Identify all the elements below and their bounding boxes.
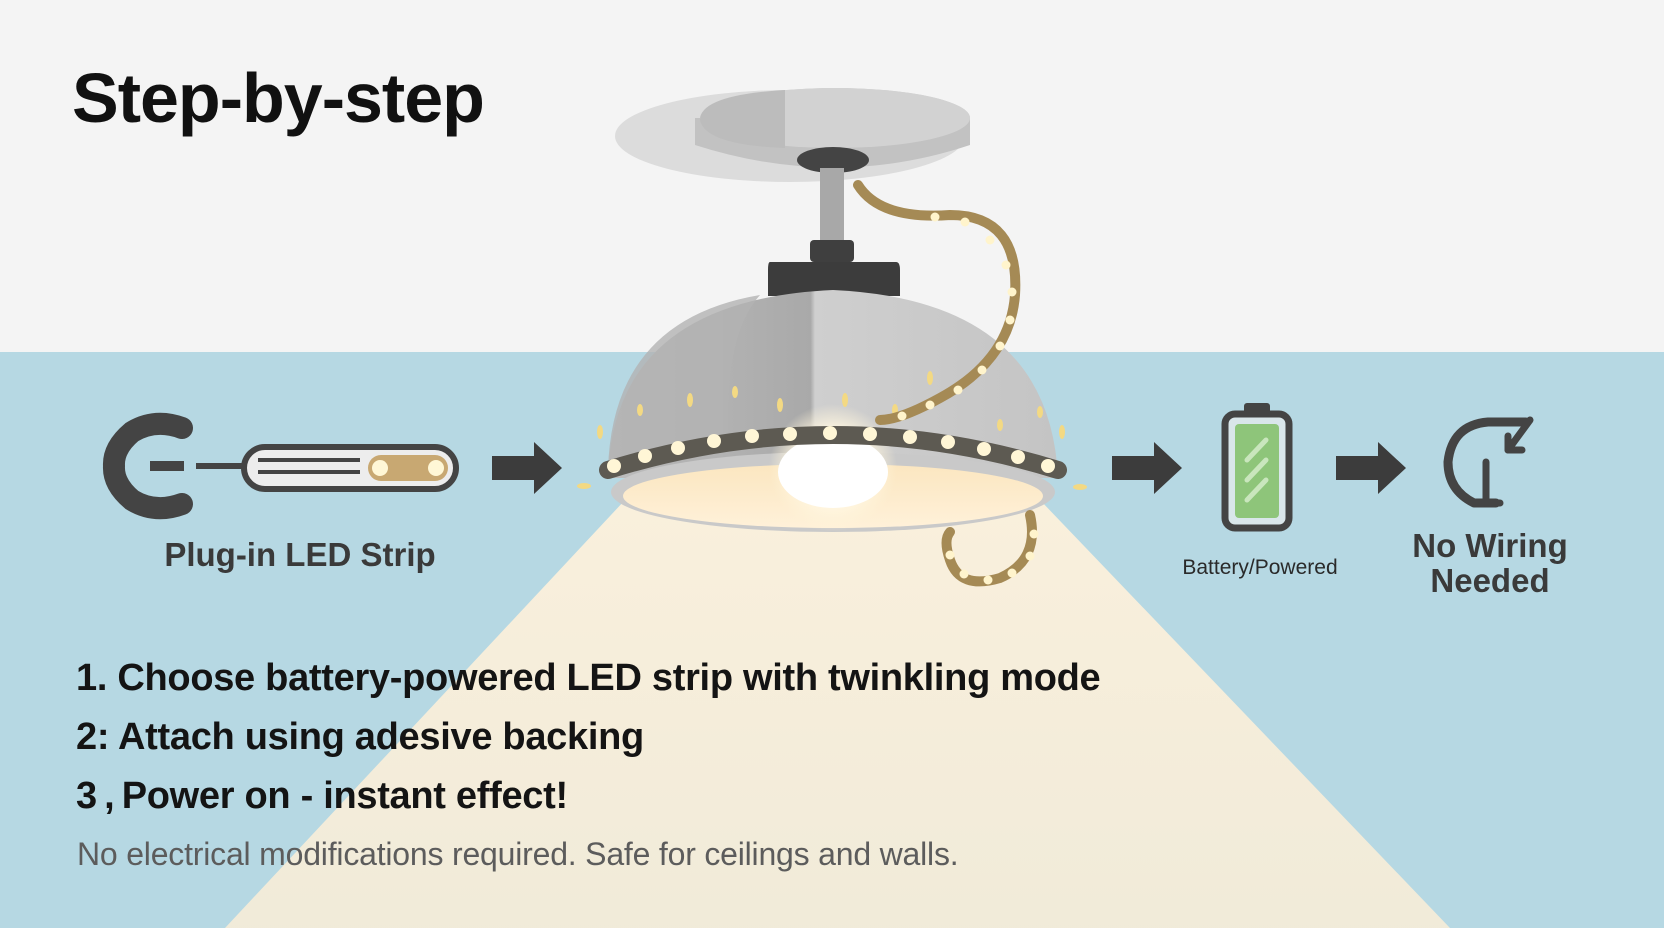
plug-in-led-strip-label: Plug-in LED Strip xyxy=(164,536,436,573)
twinkle-sparks xyxy=(577,371,1087,490)
step-list: 1. Choose battery-powered LED strip with… xyxy=(76,654,1101,831)
ceiling-lamp-icon xyxy=(577,290,1087,532)
no-wiring-needed-label: No Wiring Needed xyxy=(1390,528,1590,598)
led-band xyxy=(607,426,1055,473)
no-wiring-label-line-2: Needed xyxy=(1430,562,1550,599)
plug-in-led-strip-icon xyxy=(102,412,459,520)
arrow-right-icon xyxy=(492,442,562,494)
no-wiring-label-line-1: No Wiring xyxy=(1412,527,1568,564)
ceiling-mount xyxy=(615,88,970,296)
arrow-right-icon xyxy=(1112,442,1182,494)
battery-powered-label: Battery/Powered xyxy=(1182,556,1338,579)
page-title: Step-by-step xyxy=(72,59,485,137)
arrow-right-icon xyxy=(1336,442,1406,494)
step-1: 1. Choose battery-powered LED strip with… xyxy=(76,657,1101,699)
step-2: 2: Attach using adesive backing xyxy=(76,716,644,758)
no-wiring-icon xyxy=(1443,416,1534,508)
light-beam xyxy=(225,500,1450,928)
led-strip-cable xyxy=(853,180,1039,587)
safety-note: No electrical modifications required. Sa… xyxy=(77,836,959,872)
battery-icon xyxy=(1221,403,1293,532)
step-3: 3 , Power on - instant effect! xyxy=(76,775,568,817)
